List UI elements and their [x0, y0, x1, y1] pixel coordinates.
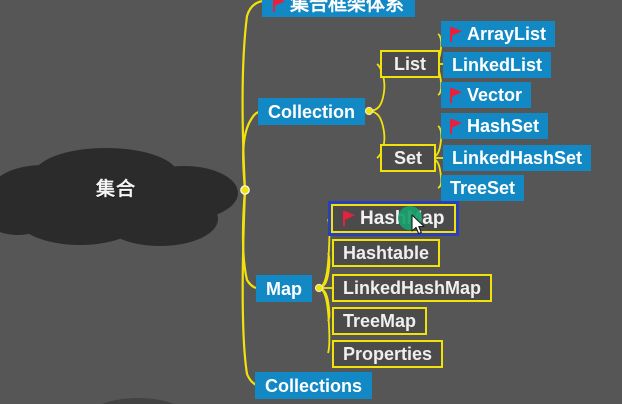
red-flag-icon [343, 211, 356, 226]
node-linkedlist-label: LinkedList [452, 55, 543, 75]
connector-dot-map [314, 283, 324, 293]
red-flag-icon [450, 118, 463, 134]
node-hashmap[interactable]: HashMap [327, 201, 460, 236]
node-linkedhashset[interactable]: LinkedHashSet [443, 145, 592, 171]
node-set-label: Set [394, 148, 423, 168]
node-linkedhashmap[interactable]: LinkedHashMap [332, 274, 493, 302]
root-label: 集合 [96, 179, 137, 200]
link-map-to-properties [317, 287, 331, 354]
node-linkedlist[interactable]: LinkedList [443, 52, 552, 78]
link-map-to-hashtable [317, 252, 331, 289]
node-map-label: Map [266, 278, 302, 299]
node-vector[interactable]: Vector [441, 82, 532, 108]
node-collection-label: Collection [268, 101, 356, 122]
secondary-cloud-shape [78, 392, 198, 404]
red-flag-icon [450, 26, 463, 42]
node-hashtable-label: Hashtable [343, 243, 430, 263]
link-root-to-map [241, 189, 257, 290]
connector-dot-collection [364, 106, 374, 116]
connector-dot-root [240, 185, 250, 195]
node-treeset[interactable]: TreeSet [441, 175, 525, 201]
node-collection[interactable]: Collection [258, 98, 366, 125]
node-linkedhashmap-label: LinkedHashMap [343, 278, 482, 298]
node-set[interactable]: Set [380, 144, 437, 172]
node-arraylist[interactable]: ArrayList [441, 21, 556, 47]
node-properties-label: Properties [343, 344, 433, 364]
red-flag-icon [450, 87, 463, 103]
node-map[interactable]: Map [256, 275, 312, 302]
node-hashmap-label: HashMap [360, 208, 445, 229]
node-treemap[interactable]: TreeMap [332, 307, 428, 335]
node-collections[interactable]: Collections [255, 372, 373, 399]
node-hashtable[interactable]: Hashtable [332, 239, 441, 267]
node-treeset-label: TreeSet [450, 178, 516, 198]
link-map-to-hashmap [317, 218, 331, 289]
node-title-label: 集合框架体系 [290, 0, 405, 15]
link-left-edge-stub [0, 179, 13, 186]
node-arraylist-label: ArrayList [467, 24, 547, 44]
link-root-to-title [241, 0, 264, 191]
node-list[interactable]: List [380, 50, 441, 78]
node-vector-label: Vector [467, 85, 523, 105]
red-flag-icon [273, 0, 286, 12]
node-title[interactable]: 集合框架体系 [262, 0, 416, 17]
node-properties[interactable]: Properties [332, 340, 444, 368]
node-treemap-label: TreeMap [343, 311, 417, 331]
link-root-to-collections [241, 189, 257, 386]
node-collections-label: Collections [265, 375, 363, 396]
node-list-label: List [394, 54, 427, 74]
node-hashset-label: HashSet [467, 116, 540, 136]
node-linkedhashset-label: LinkedHashSet [452, 148, 583, 168]
link-map-to-treemap [317, 287, 331, 322]
node-hashset[interactable]: HashSet [441, 113, 549, 139]
